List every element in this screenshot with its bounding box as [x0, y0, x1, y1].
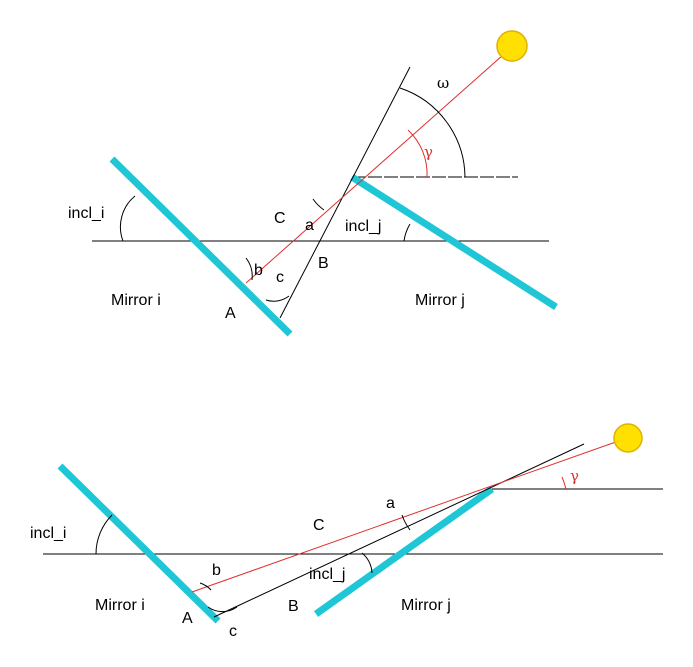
top-gamma-arc — [407, 129, 428, 178]
bottom-incl-i-arc — [95, 514, 113, 555]
bottom-a-arc — [401, 514, 411, 531]
bottom-label-A: A — [182, 610, 193, 627]
top-label-b: b — [254, 262, 263, 279]
bottom-b-arc — [199, 582, 212, 591]
top-b-arc — [245, 257, 253, 281]
bottom-mirror-j — [313, 486, 495, 617]
top-incl-j-arc — [403, 223, 411, 242]
top-label-a: a — [305, 217, 314, 234]
top-incl-i-arc — [119, 195, 136, 242]
bottom-sun — [613, 423, 643, 453]
top-sun — [496, 30, 528, 62]
top-label-gamma: γ — [424, 143, 433, 161]
bottom-incl-j-arc — [361, 552, 373, 574]
top-a-arc — [312, 198, 325, 211]
bottom-label-gamma: γ — [570, 467, 579, 485]
top-label-B: B — [318, 255, 329, 272]
bottom-label-mirror-i: Mirror i — [95, 597, 145, 614]
bottom-diagram: γ incl_i incl_j C a b c B A Mirror i Mir… — [30, 423, 663, 640]
top-label-incl-i: incl_i — [68, 205, 104, 222]
top-label-omega: ω — [437, 74, 449, 92]
top-mirror-j — [350, 174, 558, 310]
bottom-label-b: b — [212, 562, 221, 579]
top-sun-ray — [245, 46, 513, 284]
top-label-A: A — [225, 305, 236, 322]
top-diagram: ω γ incl_i incl_j C a b c B A Mirror i M… — [68, 30, 558, 337]
bottom-label-c: c — [229, 623, 237, 640]
bottom-line-b — [213, 443, 585, 618]
top-mirror-i — [109, 156, 293, 337]
top-line-b — [279, 66, 411, 319]
bottom-label-a: a — [386, 495, 395, 512]
top-label-incl-j: incl_j — [345, 218, 381, 235]
bottom-label-incl-i: incl_i — [30, 525, 66, 542]
top-label-mirror-j: Mirror j — [415, 292, 465, 309]
bottom-c-arc — [207, 606, 238, 613]
top-label-C: C — [274, 210, 286, 227]
bottom-label-B: B — [288, 598, 299, 615]
top-label-c: c — [276, 269, 284, 286]
top-label-mirror-i: Mirror i — [111, 292, 161, 309]
top-omega-arc — [399, 87, 466, 178]
bottom-mirror-i — [57, 463, 221, 624]
bottom-sun-ray — [191, 437, 628, 593]
top-c-arc — [265, 295, 290, 302]
bottom-label-incl-j: incl_j — [309, 566, 345, 583]
bottom-label-C: C — [313, 517, 325, 534]
bottom-gamma-arc — [561, 476, 567, 490]
bottom-label-mirror-j: Mirror j — [401, 597, 451, 614]
